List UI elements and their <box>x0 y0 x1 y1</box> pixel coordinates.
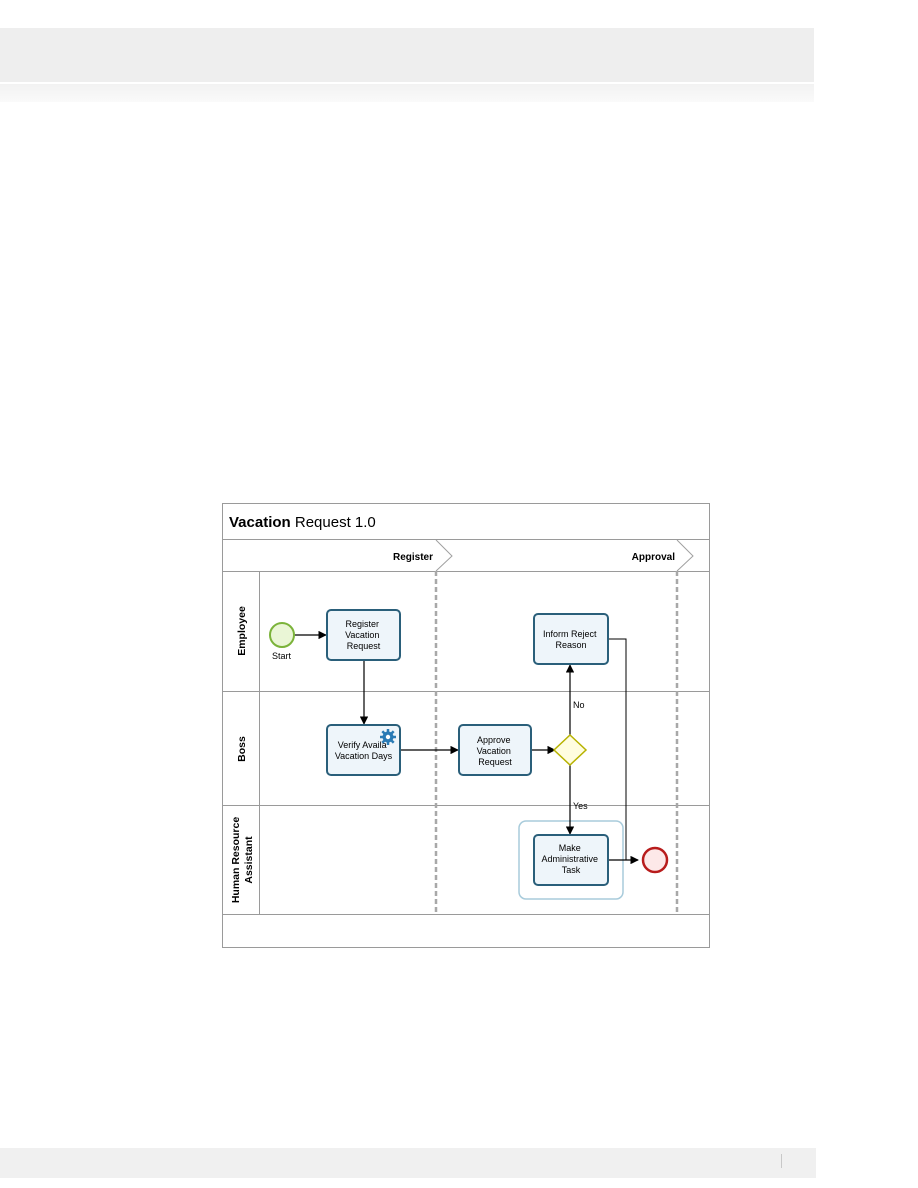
svg-text:Inform Reject Reason: Inform Reject Reason <box>543 629 599 650</box>
page-header-shadow <box>0 84 814 102</box>
task-inform-reject-reason[interactable]: Inform Reject Reason <box>533 613 609 665</box>
bpmn-diagram: Vacation Request 1.0 Register Approval E… <box>222 503 710 948</box>
gateway-label-no: No <box>573 700 585 710</box>
lane-hr-label-line1: Human Resource <box>230 817 242 904</box>
task-make-administrative-task[interactable]: Make Administrative Task <box>533 834 609 886</box>
page-footer-band <box>0 1148 816 1178</box>
task-register-vacation-request[interactable]: Register Vacation Request <box>326 609 401 661</box>
phase-approval-chevron <box>676 539 694 572</box>
exclusive-gateway <box>552 733 588 767</box>
task-verify-vacation-days[interactable]: Verify Availa Vacation Days <box>326 724 401 776</box>
page-header-band <box>0 28 814 82</box>
lane-boss-label: Boss <box>236 736 248 762</box>
svg-text:Verify Availa Vacation D: Verify Availa Vacation Days <box>335 740 393 761</box>
end-event <box>641 846 669 874</box>
start-event-label: Start <box>272 651 292 661</box>
lane-employee-label: Employee <box>236 606 248 656</box>
diagram-title: Vacation Request 1.0 <box>229 514 376 531</box>
start-event <box>269 622 295 648</box>
gateway-label-yes: Yes <box>573 801 588 811</box>
lane-hr-label-line2: Assistant <box>243 836 255 884</box>
task-approve-vacation-request[interactable]: Approve Vacation Request <box>458 724 532 776</box>
service-gear-icon <box>380 729 396 745</box>
page-footer-separator <box>781 1154 782 1168</box>
phase-register-chevron <box>435 539 453 572</box>
flow-inform-to-end <box>608 638 639 864</box>
svg-text:Approve Vacation R: Approve Vacation Request <box>477 735 514 767</box>
svg-text:Make Administrative: Make Administrative Task <box>541 843 600 875</box>
phase-register-label: Register <box>393 552 433 563</box>
phase-approval-label: Approval <box>632 552 676 563</box>
svg-text:Register Vacation: Register Vacation Request <box>345 619 382 651</box>
